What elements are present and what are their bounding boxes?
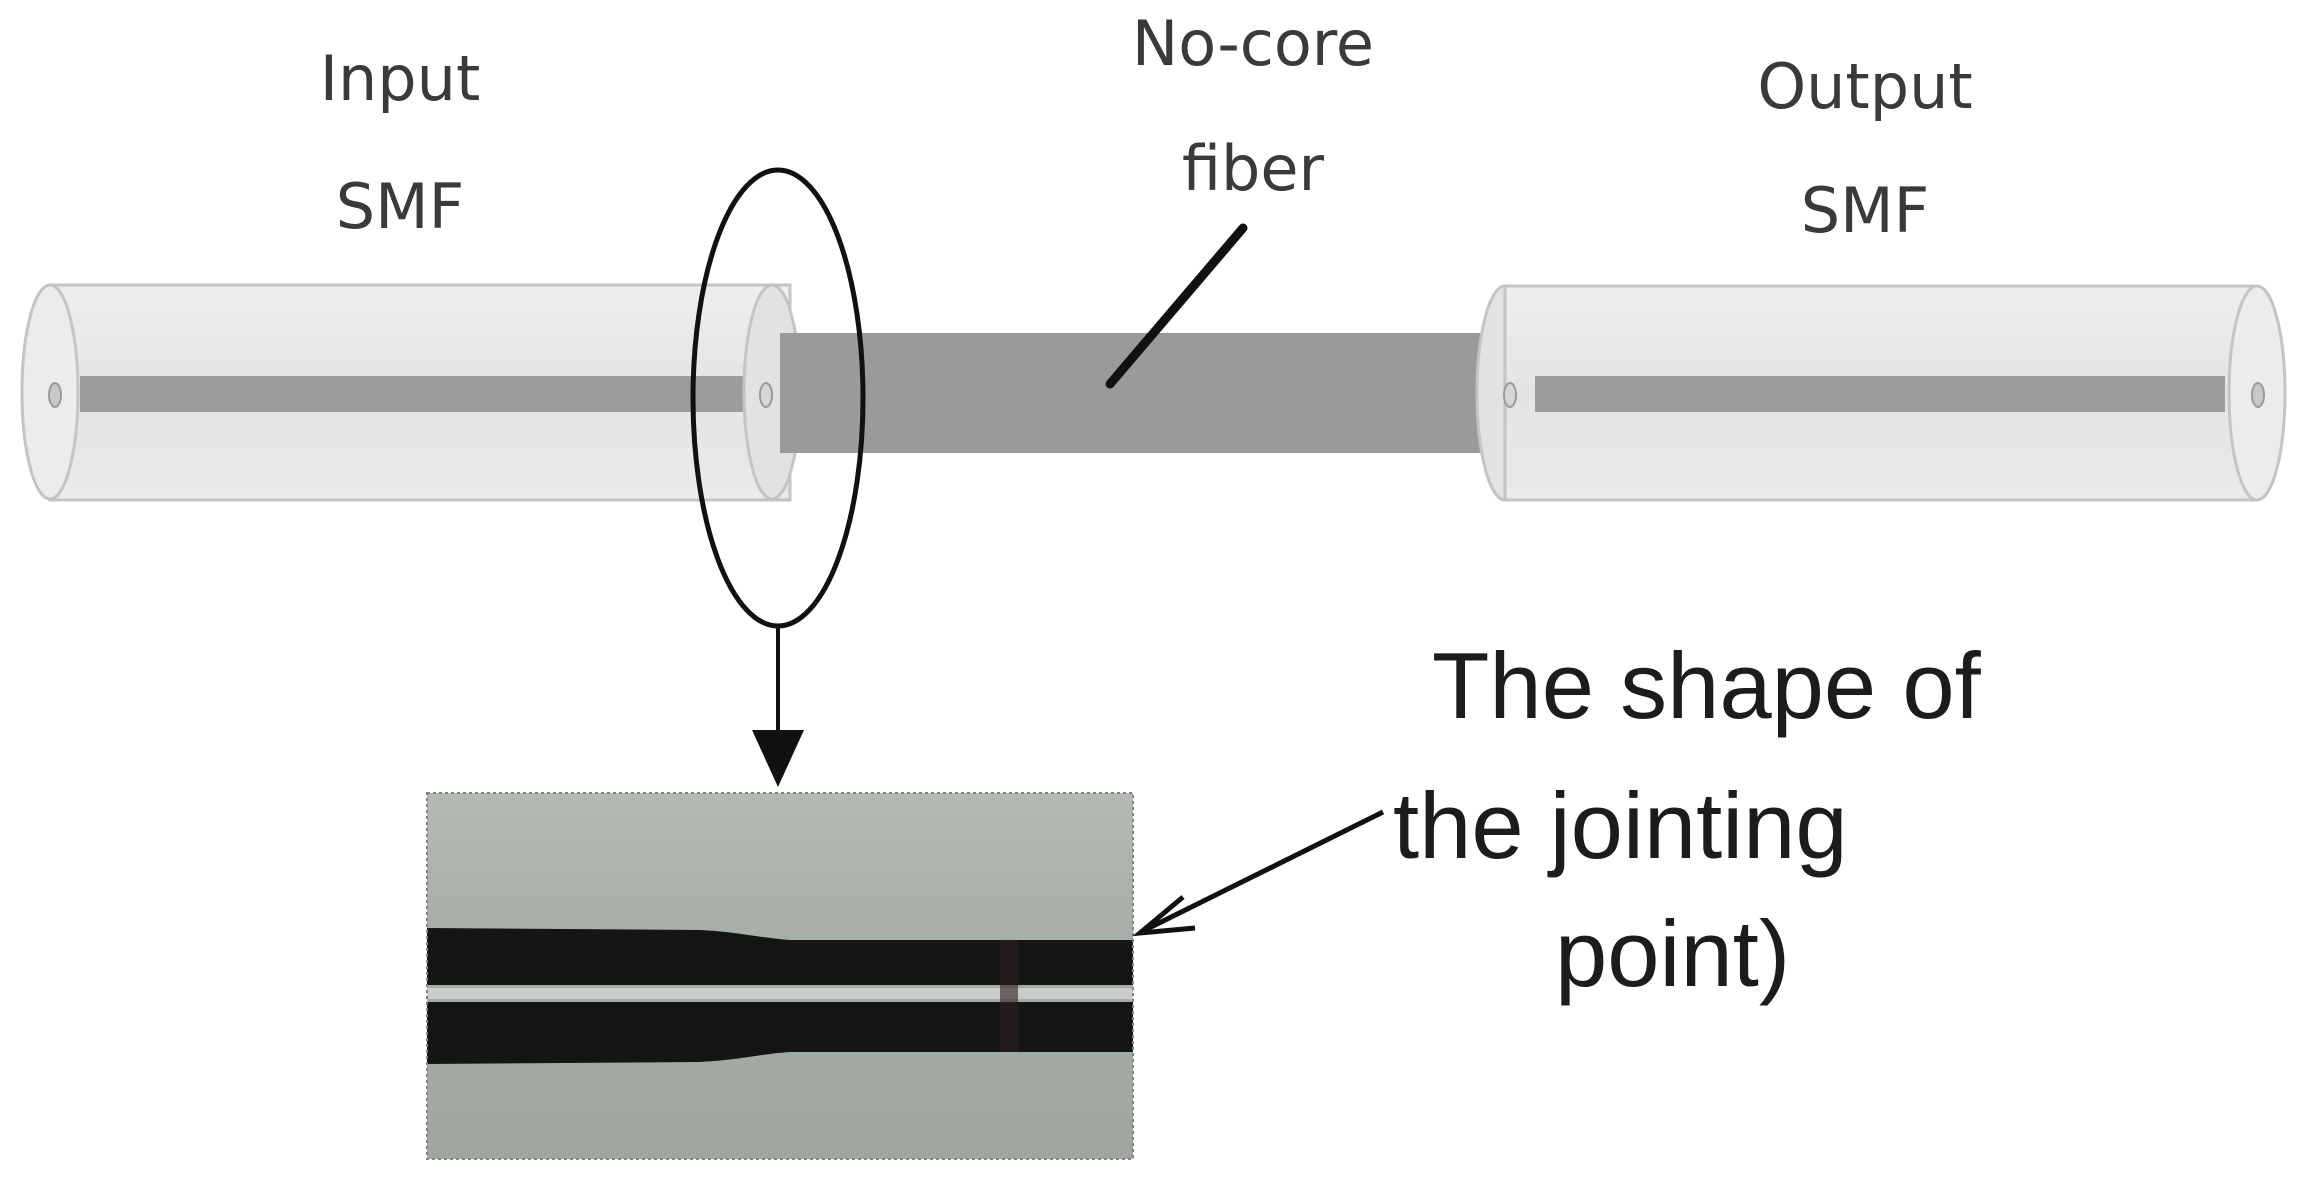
joint-micrograph (426, 792, 1134, 1160)
down-arrow-icon (752, 626, 804, 787)
no-core-fiber (780, 333, 1512, 453)
joint-caption-line-2: the jointing (1393, 773, 1848, 878)
joint-micrograph-fiber-upper (427, 928, 1133, 985)
joint-micrograph-gap-line (427, 988, 1133, 999)
output-smf (1475, 284, 2287, 502)
label-no-core: No-core (1132, 7, 1374, 80)
label-output: Output (1757, 50, 1972, 123)
output-smf-left-core-dot (1503, 382, 1517, 408)
label-output-smf: SMF (1801, 174, 1930, 247)
caption-pointer-arrow-icon (1132, 809, 1385, 937)
joint-micrograph-fiber-lower (427, 1002, 1133, 1064)
label-fiber: fiber (1182, 132, 1325, 205)
label-input: Input (320, 42, 481, 115)
output-smf-right-core-dot (2251, 382, 2265, 408)
label-input-smf: SMF (336, 170, 465, 243)
joint-caption-line-3: point) (1555, 901, 1790, 1006)
no-core-fiber-pointer-line (1105, 223, 1248, 389)
input-smf (20, 283, 802, 502)
input-smf-core (80, 376, 760, 412)
output-smf-core (1535, 376, 2225, 412)
input-smf-right-core-dot (759, 382, 773, 408)
input-smf-left-core-dot (48, 382, 62, 408)
joint-caption-line-1: The shape of (1432, 633, 1982, 738)
